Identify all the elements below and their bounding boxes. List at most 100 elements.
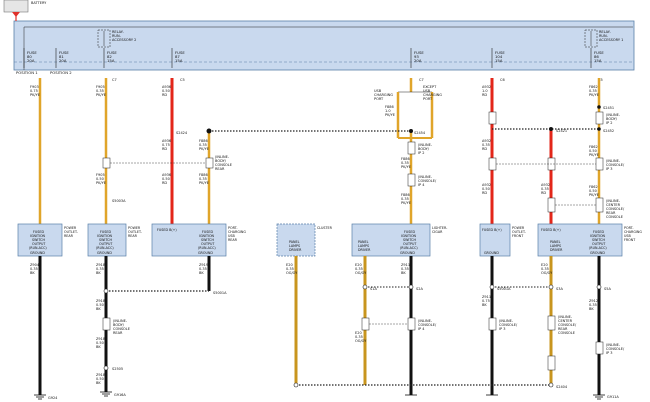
diagram-label: BK (401, 271, 406, 275)
diagram-label: CONSOLE (215, 163, 232, 167)
diagram-label: IGNITION (97, 234, 113, 238)
diagram-shape (361, 317, 370, 331)
connector-c5-b: C5 (598, 78, 603, 82)
diagram-shape (584, 29, 598, 48)
relay2-line-3: ACCESSORY 2 (112, 38, 136, 42)
diagram-label: BK (96, 381, 101, 385)
diagram-label: S2404 (556, 385, 568, 389)
diagram-label: LAMPS (550, 244, 561, 248)
diagram-label: BK (482, 303, 487, 307)
diagram-label: IP 4 (418, 183, 425, 187)
diagram-label: 0.35 (30, 267, 38, 271)
diagram-shape (87, 223, 127, 257)
diagram-shape (407, 173, 416, 187)
diagram-shape (3, 0, 29, 13)
diagram-label: 0.35 (355, 267, 363, 271)
diagram-label: FUSE (594, 50, 604, 55)
diagram-label: (INLINE- (606, 159, 621, 163)
battery-symbol: BATTERY (3, 0, 47, 21)
diagram-label: POWER (128, 226, 141, 230)
diagram-label: 0.75 (162, 143, 170, 147)
diagram-label: 104 (495, 54, 503, 59)
diagram-label: OG/GY (355, 271, 367, 275)
diagram-shape (596, 284, 602, 290)
diagram-label: FUSE (27, 50, 37, 55)
diagram-label: A936 (162, 85, 171, 89)
diagram-label: 0.35 (541, 187, 549, 191)
diagram-shape (547, 355, 556, 371)
diagram-label: 0.35 (541, 267, 549, 271)
diagram-label: S1A (370, 287, 377, 291)
diagram-label: IGNITION (199, 234, 215, 238)
diagram-shape (537, 223, 623, 257)
fuse-104: FUSE 104 15A (491, 48, 505, 68)
diagram-label: Z918 (96, 263, 105, 267)
diagram-label: G924 (48, 396, 58, 400)
ground-g911a: G911A (593, 394, 619, 400)
diagram-label: Z918 (96, 299, 105, 303)
diagram-label: A932 (482, 85, 491, 89)
diagram-label: F886 (385, 105, 394, 109)
diagram-label: E20 (355, 331, 362, 335)
diagram-shape (151, 223, 227, 257)
diagram-label: 15A (594, 58, 602, 63)
diagram-label: 93 (414, 54, 419, 59)
diagram-label: PK/YE (385, 113, 395, 117)
diagram-label: Z911 (401, 263, 410, 267)
diagram-label: (INLINE- (606, 199, 621, 203)
diagram-label: EXCEPT (423, 85, 437, 89)
diagram-label: LAMPS (358, 244, 369, 248)
diagram-label: SWITCH (32, 238, 45, 242)
diagram-label: 0.35 (589, 303, 597, 307)
diagram-label: CONSOLE (113, 327, 130, 331)
diagram-label: BK (199, 271, 204, 275)
diagram-label: RD (162, 181, 167, 185)
diagram-label: 0.50 (589, 189, 597, 193)
diagram-label: FUSED (404, 230, 415, 234)
diagram-shape (548, 382, 554, 388)
relay1-line-2: RUN- (599, 34, 609, 38)
diagram-label: CONSOLE/ (418, 179, 437, 183)
relay-run-accessory-2: RELAY- RUN- ACCESSORY 2 (97, 29, 136, 48)
diagram-label: F903 (30, 85, 39, 89)
diagram-label: S2454 (414, 131, 426, 135)
diagram-label: A932 (482, 139, 491, 143)
relay1-line-3: ACCESSORY 1 (599, 38, 623, 42)
module-port-charging-usb-rear: FUSED B(+) FUSED IGNITION SWITCH OUTPUT … (151, 223, 246, 257)
module-cluster: PANEL LAMPS DRIVER CLUSTER (276, 223, 333, 257)
diagram-label: OUTLET- (512, 230, 527, 234)
diagram-label: REAR (128, 234, 138, 238)
diagram-label: CONSOLE/ (606, 347, 625, 351)
diagram-shape (595, 341, 604, 355)
diagram-shape (407, 317, 416, 331)
diagram-shape (362, 284, 368, 290)
diagram-shape (12, 12, 20, 17)
diagram-label: 0.75 (482, 299, 490, 303)
diagram-label: OUTPUT (201, 242, 215, 246)
diagram-label: Z918 (96, 373, 105, 377)
connector-c7-a: C7 (112, 78, 117, 82)
diagram-label: CENTER (558, 319, 573, 323)
splice-s2451 (597, 105, 601, 109)
relay-run-accessory-1: RELAY- RUN- ACCESSORY 1 (584, 29, 623, 48)
diagram-label: IGNITION (30, 234, 46, 238)
diagram-label: S2424 (176, 131, 188, 135)
diagram-label: IP 2 (418, 151, 424, 155)
diagram-label: Z911 (482, 295, 491, 299)
diagram-label: (INLINE- (418, 175, 433, 179)
diagram-shape (547, 315, 556, 331)
diagram-label: S5001A (497, 287, 511, 291)
splice-s2424 (206, 128, 212, 134)
diagram-label: S5003A (112, 199, 126, 203)
diagram-label: PORT (423, 97, 433, 101)
diagram-label: OUTLET- (64, 230, 79, 234)
diagram-shape (102, 157, 111, 169)
diagram-label: IP 3 (606, 167, 612, 171)
diagram-label: PK/YE (401, 165, 411, 169)
diagram-label: CHARGING (624, 230, 642, 234)
diagram-label: REAR (558, 327, 568, 331)
diagram-label: F886 (401, 193, 410, 197)
diagram-shape (489, 284, 495, 290)
diagram-label: PANEL (358, 240, 369, 244)
diagram-label: Z918 (96, 337, 105, 341)
